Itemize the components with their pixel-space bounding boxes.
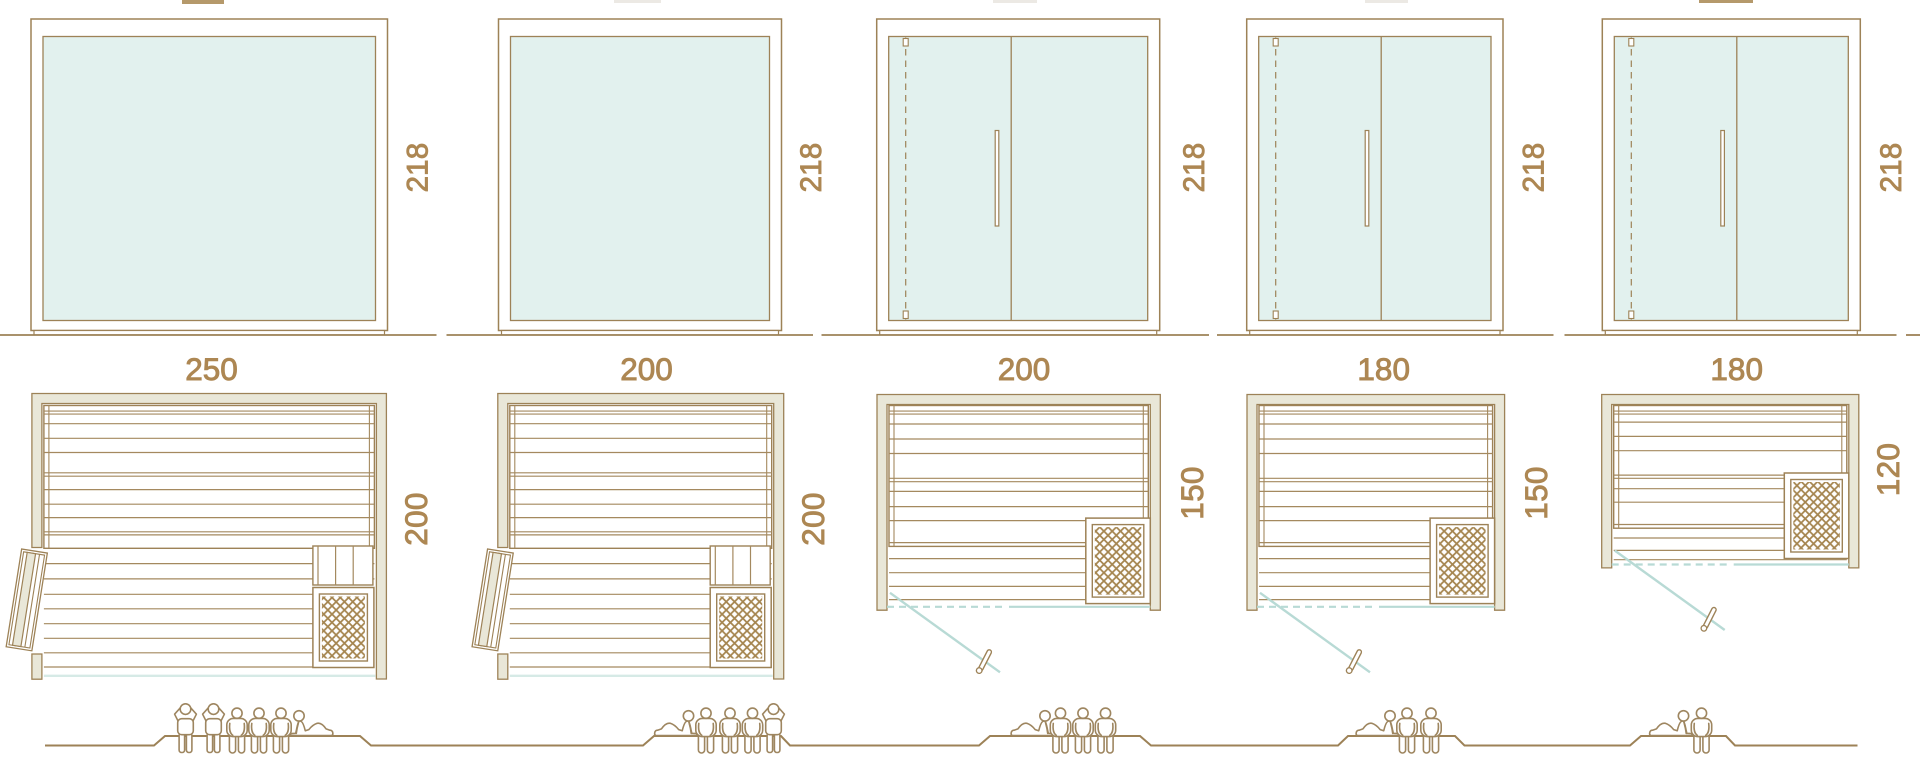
svg-text:200: 200 [398,492,434,545]
svg-text:218: 218 [402,143,435,193]
svg-text:218: 218 [1875,143,1908,193]
svg-text:180: 180 [1357,351,1410,387]
svg-text:218: 218 [795,143,828,193]
svg-text:150: 150 [1174,466,1210,519]
svg-text:200: 200 [620,351,673,387]
svg-text:150: 150 [1518,466,1554,519]
svg-text:218: 218 [1178,143,1211,193]
svg-text:200: 200 [795,492,831,545]
svg-text:250: 250 [185,351,238,387]
svg-text:120: 120 [1870,443,1906,496]
svg-text:218: 218 [1518,143,1551,193]
svg-text:200: 200 [998,351,1051,387]
svg-text:180: 180 [1710,351,1763,387]
